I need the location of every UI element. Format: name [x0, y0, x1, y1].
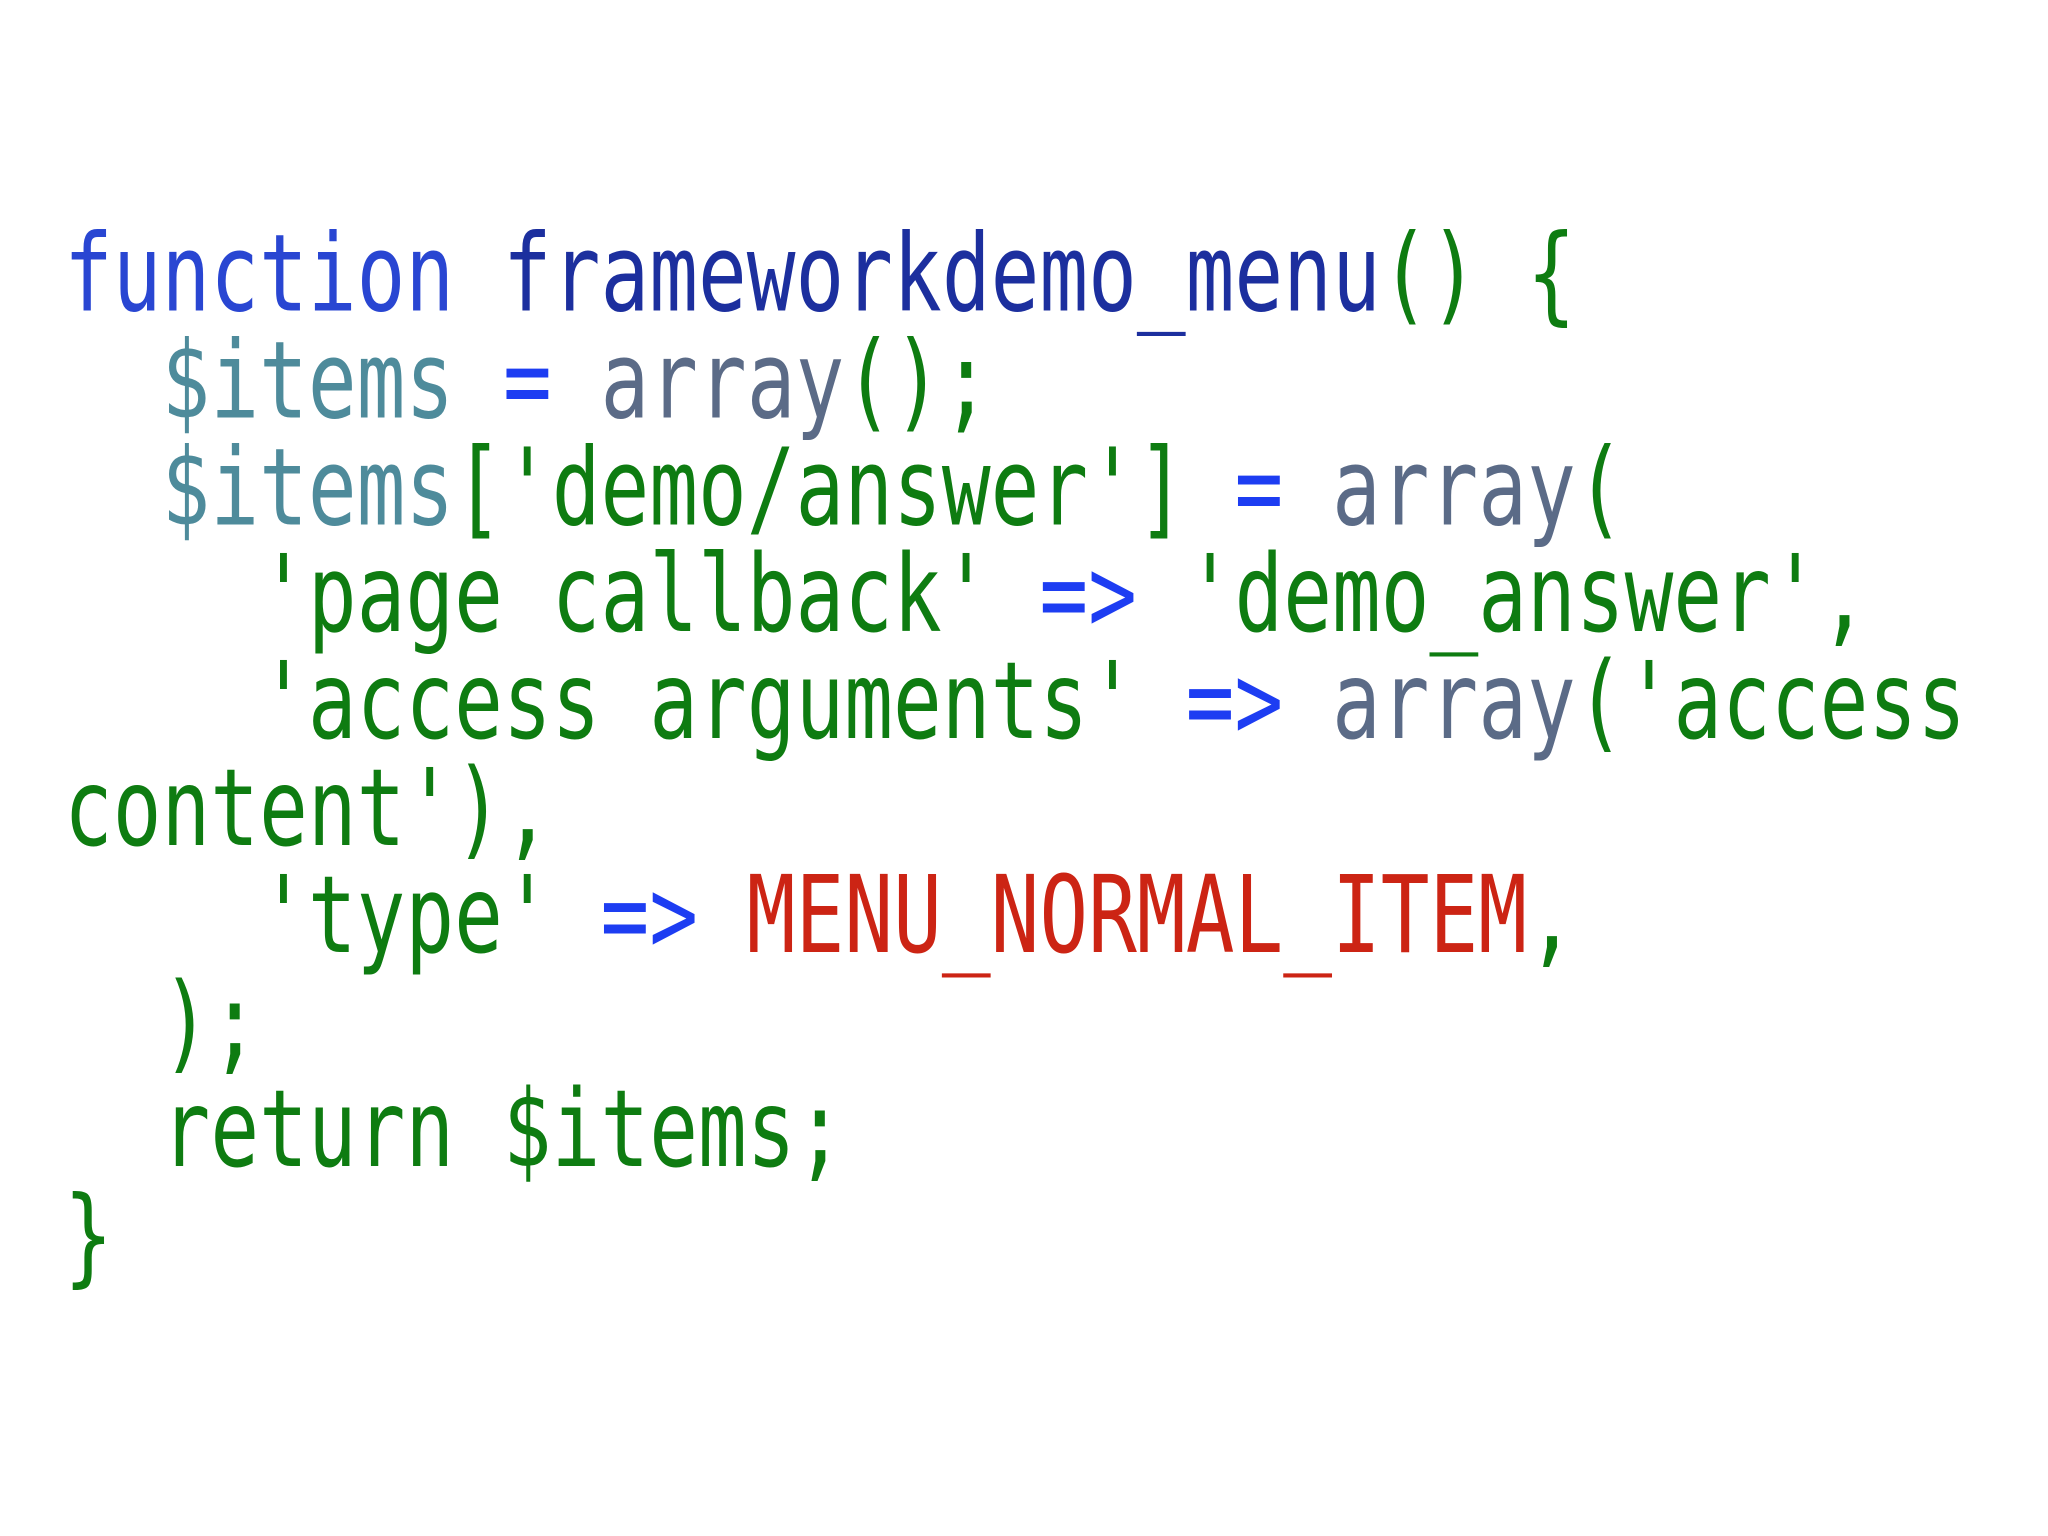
code-token-plain: [64, 854, 259, 978]
code-token-plain: [64, 534, 259, 658]
code-line: );: [64, 961, 260, 1086]
code-token-slate: array: [600, 319, 845, 444]
code-token-plain: [64, 1068, 162, 1192]
code-token-blue: function: [64, 212, 455, 337]
code-token-green: }: [64, 1175, 113, 1300]
code-token-green: 'page callback': [259, 533, 991, 658]
code-line: 'page callback' => 'demo_answer',: [64, 534, 1868, 658]
code-token-plain: [1478, 213, 1527, 337]
code-line: content'),: [64, 747, 552, 871]
code-token-vivid_blue: =: [1234, 426, 1284, 551]
code-token-green: 'type': [259, 854, 552, 979]
code-token-slate: array: [1331, 640, 1576, 765]
code-token-green: (: [1575, 426, 1625, 551]
code-line: $items = array();: [64, 320, 991, 444]
code-token-green: return $items;: [161, 1068, 845, 1193]
code-token-green: ();: [844, 319, 991, 444]
code-token-plain: [64, 640, 259, 764]
code-token-green: content'),: [64, 747, 552, 872]
code-token-plain: [1283, 427, 1332, 551]
code-line: $items['demo/answer'] = array(: [64, 427, 1625, 551]
code-line: }: [64, 1175, 113, 1299]
code-token-green: ,: [1527, 854, 1576, 979]
code-token-plain: [698, 854, 747, 978]
code-token-green: ['demo/answer']: [454, 426, 1186, 551]
code-token-plain: [64, 961, 162, 1085]
code-token-teal: $items: [161, 426, 455, 551]
code-token-plain: [1186, 427, 1235, 551]
code-token-plain: [64, 320, 162, 444]
code-token-plain: [64, 427, 162, 551]
code-token-green: 'access arguments': [259, 640, 1137, 765]
code-token-plain: [454, 213, 503, 337]
code-token-plain: [552, 320, 601, 444]
code-line: function frameworkdemo_menu() {: [64, 213, 1576, 337]
code-line: 'access arguments' => array('access: [64, 640, 1966, 764]
code-token-vivid_blue: =: [502, 319, 552, 444]
code-token-green: {: [1527, 212, 1576, 337]
code-token-green: ('access: [1575, 640, 1966, 765]
code-token-vivid_blue: =>: [1185, 640, 1284, 765]
code-line: 'type' => MENU_NORMAL_ITEM,: [64, 854, 1576, 978]
code-token-plain: [1137, 534, 1186, 658]
code-token-plain: [1137, 640, 1186, 764]
code-token-plain: [1283, 640, 1332, 764]
code-token-slate: array: [1332, 426, 1576, 551]
code-token-plain: [991, 534, 1040, 658]
code-token-plain: [454, 320, 503, 444]
code-block: function frameworkdemo_menu() { $items =…: [64, 221, 1966, 1291]
code-token-green: 'demo_answer',: [1185, 533, 1869, 658]
code-token-navy: frameworkdemo_menu: [502, 212, 1381, 337]
code-token-green: (): [1380, 212, 1479, 337]
code-token-plain: [552, 854, 601, 978]
code-token-teal: $items: [161, 319, 455, 444]
code-token-green: );: [161, 961, 260, 1086]
code-line: return $items;: [64, 1068, 845, 1193]
code-token-vivid_blue: =>: [600, 854, 699, 979]
code-token-vivid_blue: =>: [1039, 533, 1137, 658]
code-token-red: MENU_NORMAL_ITEM: [746, 854, 1528, 979]
